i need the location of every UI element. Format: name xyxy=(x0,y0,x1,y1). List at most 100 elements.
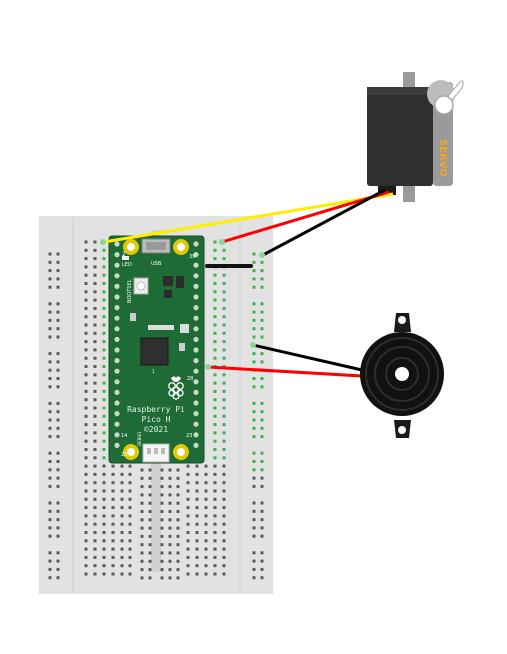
breadboard-hole xyxy=(204,489,208,493)
pico-pin-pad xyxy=(193,411,199,417)
breadboard-hole xyxy=(222,356,226,360)
breadboard-hole xyxy=(84,448,88,451)
breadboard-hole xyxy=(128,497,132,501)
breadboard-hole xyxy=(84,431,88,435)
breadboard-hole xyxy=(168,568,172,572)
breadboard-hole xyxy=(48,518,52,522)
breadboard-hole xyxy=(120,555,124,559)
breadboard-hole xyxy=(260,435,264,439)
pico-pin-pad xyxy=(193,379,199,385)
breadboard-hole xyxy=(260,327,264,331)
breadboard-hole xyxy=(176,501,180,505)
breadboard-hole xyxy=(252,302,256,306)
breadboard-hole xyxy=(128,539,132,543)
breadboard-hole xyxy=(252,526,256,530)
debug-pin xyxy=(154,448,158,454)
breadboard-hole xyxy=(176,534,180,538)
pico-pin-pad xyxy=(193,368,199,374)
bootsel-label: BOOTSEL xyxy=(127,279,133,303)
breadboard-hole xyxy=(140,559,144,563)
breadboard-hole xyxy=(93,539,97,543)
breadboard-hole xyxy=(84,522,88,526)
breadboard-hole xyxy=(176,576,180,580)
breadboard-hole xyxy=(93,522,97,526)
breadboard-hole xyxy=(252,352,256,356)
breadboard-hole xyxy=(56,401,60,405)
pico-pin-pad xyxy=(193,347,199,353)
servo-signal-wire xyxy=(103,192,394,244)
breadboard-hole xyxy=(111,531,115,534)
breadboard-hole xyxy=(128,547,132,551)
breadboard-hole xyxy=(204,472,208,476)
servo-arm xyxy=(447,80,464,101)
breadboard-hole xyxy=(213,572,217,576)
breadboard-hole xyxy=(93,464,97,468)
breadboard-hole xyxy=(204,514,208,518)
crystal-chip xyxy=(164,290,172,298)
pico-pin-pad xyxy=(193,336,199,342)
breadboard-hole xyxy=(213,555,217,559)
breadboard-hole xyxy=(120,547,124,551)
breadboard-hole xyxy=(148,576,152,580)
breadboard-hole xyxy=(252,451,256,455)
buzzer-ground-wire xyxy=(252,343,363,372)
breadboard-hole xyxy=(84,365,88,368)
breadboard-hole xyxy=(102,506,106,510)
led-indicator xyxy=(122,256,129,260)
board-name-line1: Raspberry Pi xyxy=(127,405,185,414)
breadboard-hole xyxy=(195,572,199,576)
breadboard-hole xyxy=(252,310,256,314)
breadboard-hole xyxy=(48,476,52,480)
breadboard-hole xyxy=(222,564,226,568)
breadboard-hole xyxy=(102,431,106,435)
breadboard-hole xyxy=(204,539,208,543)
pico-pin-pad xyxy=(114,347,120,353)
breadboard-hole xyxy=(260,468,264,472)
breadboard-hole xyxy=(148,559,152,563)
breadboard-hole xyxy=(48,269,52,273)
breadboard-hole xyxy=(140,568,144,572)
breadboard-hole xyxy=(93,323,97,327)
breadboard-hole xyxy=(222,547,226,551)
regulator-chip xyxy=(176,276,184,288)
breadboard-hole xyxy=(260,318,264,322)
breadboard-hole xyxy=(213,514,217,518)
pico-pin-pad xyxy=(114,315,120,321)
breadboard-hole xyxy=(260,360,264,364)
breadboard-hole xyxy=(260,476,264,480)
breadboard-hole xyxy=(111,472,115,476)
breadboard-hole xyxy=(176,493,180,497)
breadboard-hole xyxy=(222,439,226,443)
breadboard-hole xyxy=(213,381,217,385)
breadboard-hole xyxy=(84,497,88,501)
breadboard-hole xyxy=(48,509,52,513)
breadboard-hole xyxy=(168,493,172,497)
breadboard-hole xyxy=(186,547,190,551)
breadboard-hole xyxy=(186,539,190,543)
breadboard-hole xyxy=(168,501,172,505)
breadboard-hole xyxy=(93,439,97,443)
breadboard-hole xyxy=(120,531,124,534)
pico-pin-pad xyxy=(193,305,199,311)
breadboard-hole xyxy=(195,506,199,510)
breadboard-hole xyxy=(48,526,52,530)
breadboard-hole xyxy=(186,472,190,476)
breadboard-hole xyxy=(140,501,144,505)
breadboard-hole xyxy=(160,551,164,555)
breadboard-hole xyxy=(140,551,144,555)
breadboard-hole xyxy=(84,555,88,559)
breadboard-hole xyxy=(84,439,88,443)
breadboard-hole xyxy=(213,315,217,319)
breadboard-hole xyxy=(56,460,60,463)
breadboard-hole xyxy=(222,298,226,302)
breadboard-hole xyxy=(93,248,97,252)
breadboard-hole xyxy=(222,381,226,385)
breadboard-hole xyxy=(56,310,60,314)
breadboard-hole xyxy=(260,551,264,555)
pin-label-28: 28 xyxy=(187,376,193,382)
breadboard-hole xyxy=(186,555,190,559)
breadboard-hole xyxy=(56,518,60,522)
breadboard-hole xyxy=(102,306,106,310)
breadboard-hole xyxy=(56,484,60,488)
breadboard-hole xyxy=(213,539,217,543)
